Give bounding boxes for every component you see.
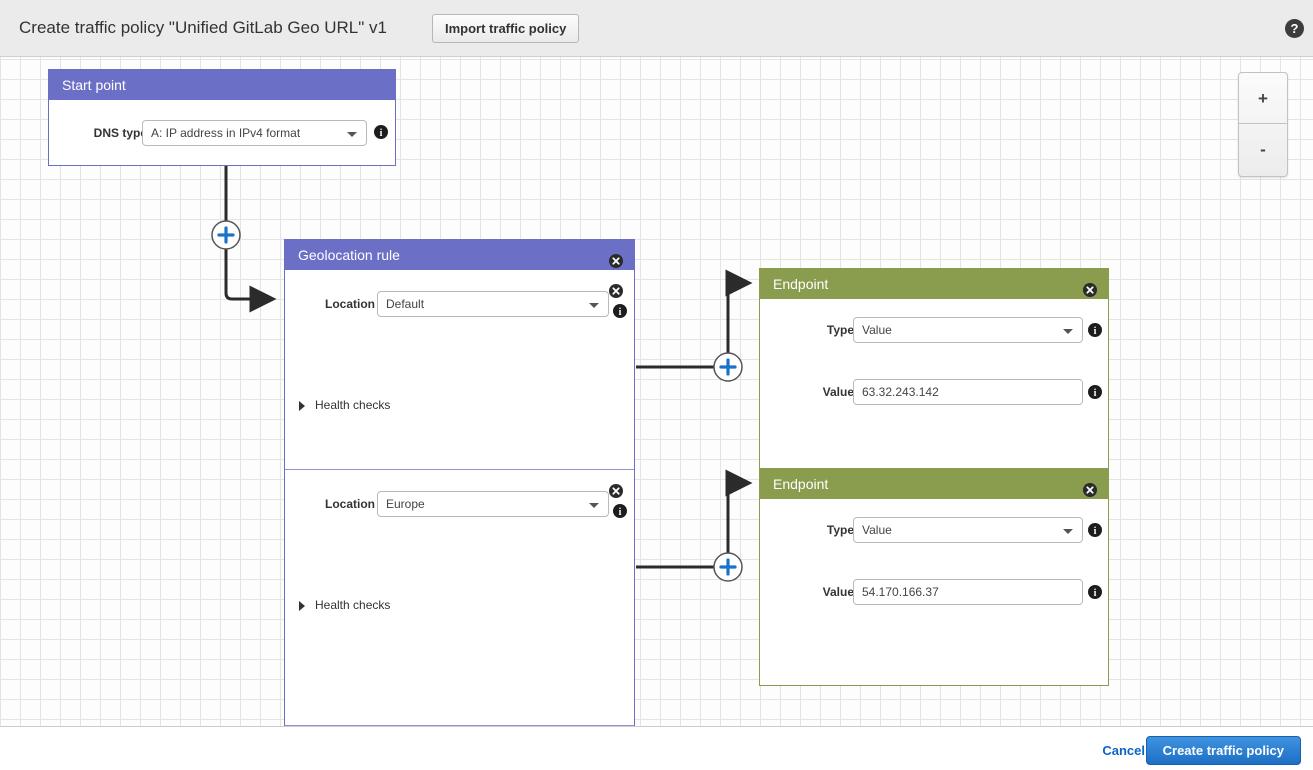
connector-add-node-2 [713, 352, 743, 382]
geo-location-info-icon[interactable]: i [613, 304, 627, 318]
geolocation-rule-card: Geolocation rule Location Default [284, 239, 635, 726]
canvas-zoom-controls: + - [1238, 72, 1288, 177]
svg-text:i: i [619, 507, 622, 518]
geo-location-row: Location Europe i [285, 491, 634, 578]
endpoint-value-input[interactable]: 63.32.243.142 [853, 379, 1083, 405]
geo-location-value: Default [386, 297, 425, 311]
start-point-card: Start point DNS type A: IP address in IP… [48, 69, 396, 166]
geo-health-checks-label: Health checks [315, 398, 391, 412]
connector-layer [211, 166, 753, 582]
endpoint-type-info-icon[interactable]: i [1088, 323, 1102, 337]
endpoint-card: Endpoint Type Value i Value 54.170.166.3… [759, 468, 1109, 686]
endpoint-type-value: Value [862, 323, 892, 337]
geo-location-close-icon[interactable] [609, 284, 623, 298]
chevron-right-icon [299, 401, 305, 411]
endpoint-type-row: Type Value i [760, 299, 1108, 361]
policy-canvas[interactable]: + - Start point DNS type A: IP address i… [0, 57, 1313, 726]
endpoint-type-select[interactable]: Value [853, 317, 1083, 343]
geo-location-value: Europe [386, 497, 425, 511]
geolocation-rule-header: Geolocation rule [285, 240, 634, 270]
geo-location-close-icon[interactable] [609, 484, 623, 498]
endpoint-type-row: Type Value i [760, 499, 1108, 561]
chevron-down-icon [1063, 529, 1073, 534]
zoom-out-button[interactable]: - [1260, 140, 1266, 159]
geolocation-rule-title: Geolocation rule [298, 247, 400, 263]
connector-add-node-1 [211, 220, 241, 250]
dns-type-info-icon[interactable]: i [374, 125, 388, 139]
endpoint-value-input[interactable]: 54.170.166.37 [853, 579, 1083, 605]
geo-health-checks-label: Health checks [315, 598, 391, 612]
svg-text:i: i [1094, 526, 1097, 537]
chevron-down-icon [347, 131, 357, 137]
start-point-title: Start point [62, 77, 126, 93]
endpoint-header: Endpoint [760, 269, 1108, 299]
geo-health-checks-toggle[interactable]: Health checks [299, 598, 391, 612]
dns-type-label: DNS type [93, 125, 147, 140]
endpoint-title: Endpoint [773, 476, 829, 492]
endpoint-value-text: 63.32.243.142 [862, 385, 939, 399]
geo-location-divider [285, 469, 634, 470]
geo-location-label: Location [325, 497, 375, 511]
add-geo-location-footer: Add another geo location [285, 725, 634, 726]
geo-health-checks-toggle[interactable]: Health checks [299, 398, 391, 412]
geo-location-block: Location Europe i Health checks [285, 470, 634, 669]
endpoint-card: Endpoint Type Value i Value 63.32.243.14… [759, 268, 1109, 486]
endpoint-type-label: Type [826, 323, 854, 337]
top-toolbar: Create traffic policy "Unified GitLab Ge… [0, 0, 1313, 57]
dns-type-value: A: IP address in IPv4 format [151, 125, 301, 140]
geo-location-select[interactable]: Default [377, 291, 609, 317]
svg-text:i: i [1094, 588, 1097, 599]
svg-text:i: i [619, 307, 622, 318]
start-point-header: Start point [49, 70, 395, 100]
chevron-down-icon [1063, 329, 1073, 334]
zoom-in-button[interactable]: + [1239, 73, 1287, 124]
geo-location-label: Location [325, 297, 375, 311]
svg-text:?: ? [1291, 21, 1299, 36]
bottom-action-bar: Cancel Create traffic policy [0, 726, 1313, 770]
cancel-button[interactable]: Cancel [1102, 743, 1145, 758]
endpoint-close-icon[interactable] [1083, 477, 1097, 497]
endpoint-value-info-icon[interactable]: i [1088, 585, 1102, 599]
chevron-down-icon [589, 503, 599, 508]
endpoint-header: Endpoint [760, 469, 1108, 499]
connector-add-node-3 [713, 552, 743, 582]
svg-text:i: i [1094, 326, 1097, 337]
svg-text:i: i [380, 128, 383, 139]
endpoint-value-row: Value 54.170.166.37 i [760, 561, 1108, 623]
import-traffic-policy-button[interactable]: Import traffic policy [432, 14, 580, 43]
endpoint-type-select[interactable]: Value [853, 517, 1083, 543]
endpoint-type-info-icon[interactable]: i [1088, 523, 1102, 537]
endpoint-type-label: Type [826, 523, 854, 537]
geo-location-select[interactable]: Europe [377, 491, 609, 517]
svg-text:i: i [1094, 388, 1097, 399]
chevron-right-icon [299, 601, 305, 611]
help-circle-icon[interactable]: ? [1284, 18, 1305, 39]
geo-location-info-icon[interactable]: i [613, 504, 627, 518]
endpoint-value-text: 54.170.166.37 [862, 585, 939, 599]
geolocation-rule-close-icon[interactable] [609, 248, 623, 268]
page-title: Create traffic policy "Unified GitLab Ge… [19, 18, 387, 37]
geo-location-row: Location Default i [285, 291, 634, 378]
endpoint-value-info-icon[interactable]: i [1088, 385, 1102, 399]
endpoint-value-row: Value 63.32.243.142 i [760, 361, 1108, 423]
dns-type-row: DNS type A: IP address in IPv4 format i [49, 100, 395, 165]
endpoint-title: Endpoint [773, 276, 829, 292]
endpoint-value-label: Value [822, 385, 854, 399]
create-traffic-policy-button[interactable]: Create traffic policy [1145, 736, 1301, 765]
endpoint-close-icon[interactable] [1083, 277, 1097, 297]
chevron-down-icon [589, 303, 599, 308]
geo-location-block: Location Default i Health checks [285, 270, 634, 469]
dns-type-select[interactable]: A: IP address in IPv4 format [142, 119, 367, 146]
endpoint-value-label: Value [822, 585, 854, 599]
endpoint-type-value: Value [862, 523, 892, 537]
